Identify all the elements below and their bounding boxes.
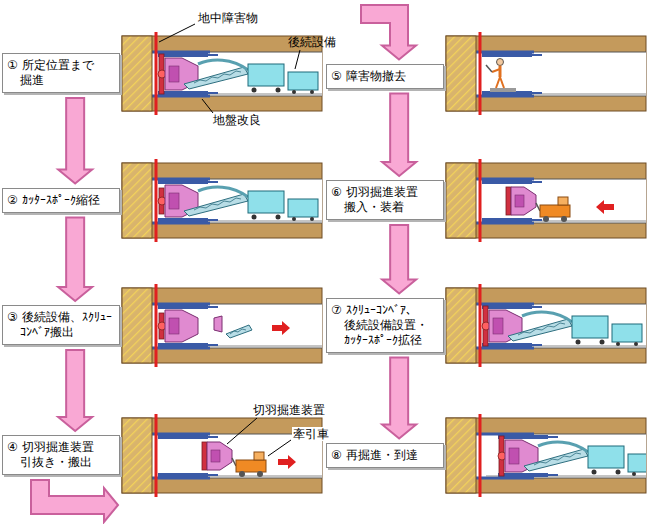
art-use bbox=[482, 53, 542, 95]
art-use bbox=[446, 284, 646, 367]
art-use bbox=[486, 59, 516, 93]
art-use bbox=[522, 312, 642, 346]
step-box: ⑦ ｽｸﾘｭｰｺﾝﾍﾞｱ、 後続設備設置・ ｶｯﾀｰｽﾎﾟｰｸ拡径 bbox=[326, 298, 444, 353]
leader-lines bbox=[159, 24, 300, 456]
flow-arrow bbox=[382, 224, 416, 294]
step-box: ① 所定位置まで 掘進 bbox=[2, 53, 120, 93]
machine-clip bbox=[498, 435, 646, 477]
step-label: ⑥ 切羽掘進装置 搬入・装着 bbox=[344, 185, 439, 215]
art-use bbox=[184, 67, 248, 89]
art-use bbox=[482, 180, 542, 222]
step-illustration bbox=[446, 414, 648, 497]
art-use bbox=[236, 452, 266, 477]
step-label: ① 所定位置まで 掘進 bbox=[20, 58, 115, 88]
step-illustration bbox=[446, 284, 646, 367]
step-box: ⑤ 障害物撤去 bbox=[326, 64, 444, 89]
arrow-fill bbox=[67, 99, 83, 172]
art-use bbox=[538, 442, 646, 476]
arrow-fill bbox=[391, 359, 407, 427]
art-use bbox=[198, 187, 318, 221]
arrow-fill bbox=[391, 226, 407, 282]
art-use bbox=[165, 310, 198, 342]
art-use bbox=[446, 159, 646, 242]
part-label: 地中障害物 bbox=[197, 11, 259, 25]
step-label: ⑦ ｽｸﾘｭｰｺﾝﾍﾞｱ、 後続設備設置・ ｶｯﾀｰｽﾎﾟｰｸ拡径 bbox=[344, 303, 439, 348]
art-use bbox=[184, 194, 248, 216]
removed-screw bbox=[226, 325, 252, 338]
flow-arrow bbox=[58, 217, 92, 302]
art-use bbox=[506, 187, 536, 215]
flow-arrow bbox=[58, 97, 92, 184]
leader-line bbox=[268, 440, 291, 456]
step-illustration bbox=[122, 159, 322, 242]
arrow-fill bbox=[67, 219, 83, 290]
art-use bbox=[596, 200, 614, 214]
art-use bbox=[202, 442, 232, 470]
arrow-head bbox=[382, 162, 416, 176]
step-label: ④ 切羽掘進装置 引抜き・搬出 bbox=[20, 440, 115, 470]
tow-bar bbox=[232, 458, 236, 466]
art-use bbox=[540, 197, 570, 222]
step-box: ⑧ 再掘進・到達 bbox=[326, 443, 444, 468]
leader-line bbox=[159, 24, 195, 42]
part-label: 地盤改良 bbox=[212, 113, 262, 127]
step-label: ② ｶｯﾀｰｽﾎﾟｰｸ縮径 bbox=[20, 193, 115, 208]
part-label: 後続設備 bbox=[287, 35, 337, 49]
arrow-head bbox=[58, 170, 92, 184]
leader-line bbox=[295, 50, 300, 69]
tow-bar bbox=[536, 203, 540, 211]
arrow-head bbox=[58, 417, 92, 431]
art-use bbox=[524, 449, 588, 471]
art-use bbox=[122, 284, 322, 367]
part-label: 牽引車 bbox=[292, 427, 330, 441]
removed-part bbox=[214, 316, 222, 332]
art-use bbox=[122, 159, 322, 242]
step-label: ⑤ 障害物撤去 bbox=[344, 69, 439, 84]
flow-arrow bbox=[58, 349, 92, 431]
arrow-fill bbox=[391, 95, 407, 165]
machine-advanced bbox=[498, 435, 646, 477]
step-box: ④ 切羽掘進装置 引抜き・搬出 bbox=[2, 435, 120, 475]
step-label: ⑧ 再掘進・到達 bbox=[344, 448, 439, 463]
arrow-fill bbox=[67, 351, 83, 419]
step-illustration bbox=[122, 284, 322, 367]
leader-line bbox=[227, 418, 257, 444]
step-illustration bbox=[446, 159, 646, 242]
part-label: 切羽掘進装置 bbox=[252, 403, 326, 417]
step-box: ③ 後続設備、ｽｸﾘｭｰ ｺﾝﾍﾞｱ搬出 bbox=[2, 305, 120, 345]
art-use bbox=[158, 305, 218, 347]
step-label: ③ 後続設備、ｽｸﾘｭｰ ｺﾝﾍﾞｱ搬出 bbox=[20, 310, 115, 340]
arrow-head bbox=[382, 280, 416, 294]
arrow-head bbox=[58, 287, 92, 301]
flow-arrow bbox=[382, 93, 416, 177]
art-use bbox=[272, 321, 290, 335]
art-use bbox=[446, 32, 646, 115]
step-illustration bbox=[446, 32, 646, 115]
art-use bbox=[278, 455, 296, 469]
flow-arrow bbox=[382, 357, 416, 439]
arrow-head bbox=[382, 425, 416, 439]
removed-screw bbox=[230, 329, 246, 334]
step-box: ⑥ 切羽掘進装置 搬入・装着 bbox=[326, 180, 444, 220]
art-use bbox=[198, 60, 318, 94]
leader-line bbox=[202, 99, 213, 113]
step-box: ② ｶｯﾀｰｽﾎﾟｰｸ縮径 bbox=[2, 188, 120, 213]
art-use bbox=[508, 319, 572, 341]
